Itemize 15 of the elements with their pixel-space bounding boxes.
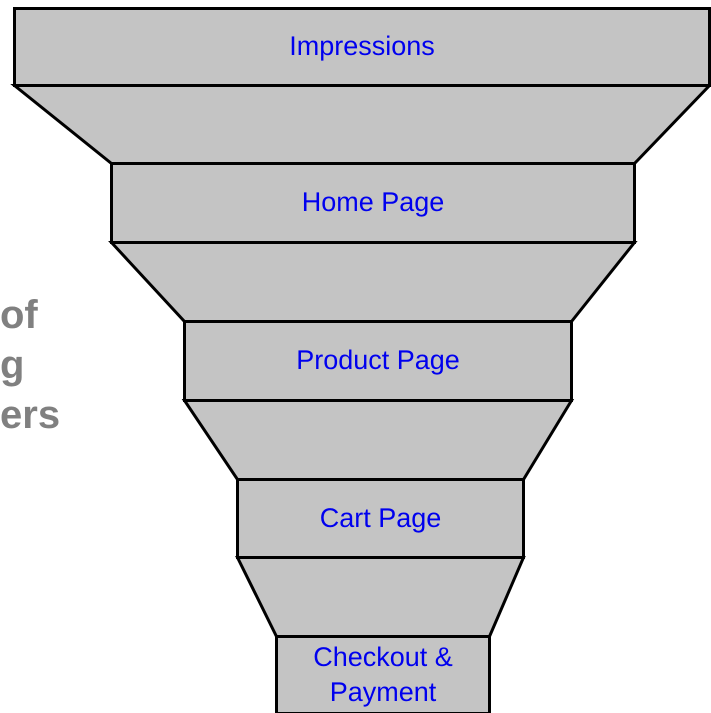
stage-label: Cart Page — [320, 502, 442, 535]
funnel-stage-box — [183, 320, 573, 402]
funnel-section — [108, 241, 638, 323]
stage-label: Checkout & Payment — [312, 640, 454, 709]
funnel-section — [10, 84, 711, 165]
stage-label: Product Page — [296, 344, 460, 378]
funnel-stage-box — [236, 478, 525, 559]
funnel-stage-box — [275, 635, 491, 713]
funnel-stage-box — [110, 162, 636, 244]
side-heading: of g ers — [0, 292, 62, 439]
funnel-section — [235, 556, 526, 638]
funnel-section — [182, 399, 574, 481]
stage-label: Home Page — [302, 186, 444, 220]
stage-label: Impressions — [289, 30, 435, 64]
funnel-stage-box — [13, 7, 711, 87]
